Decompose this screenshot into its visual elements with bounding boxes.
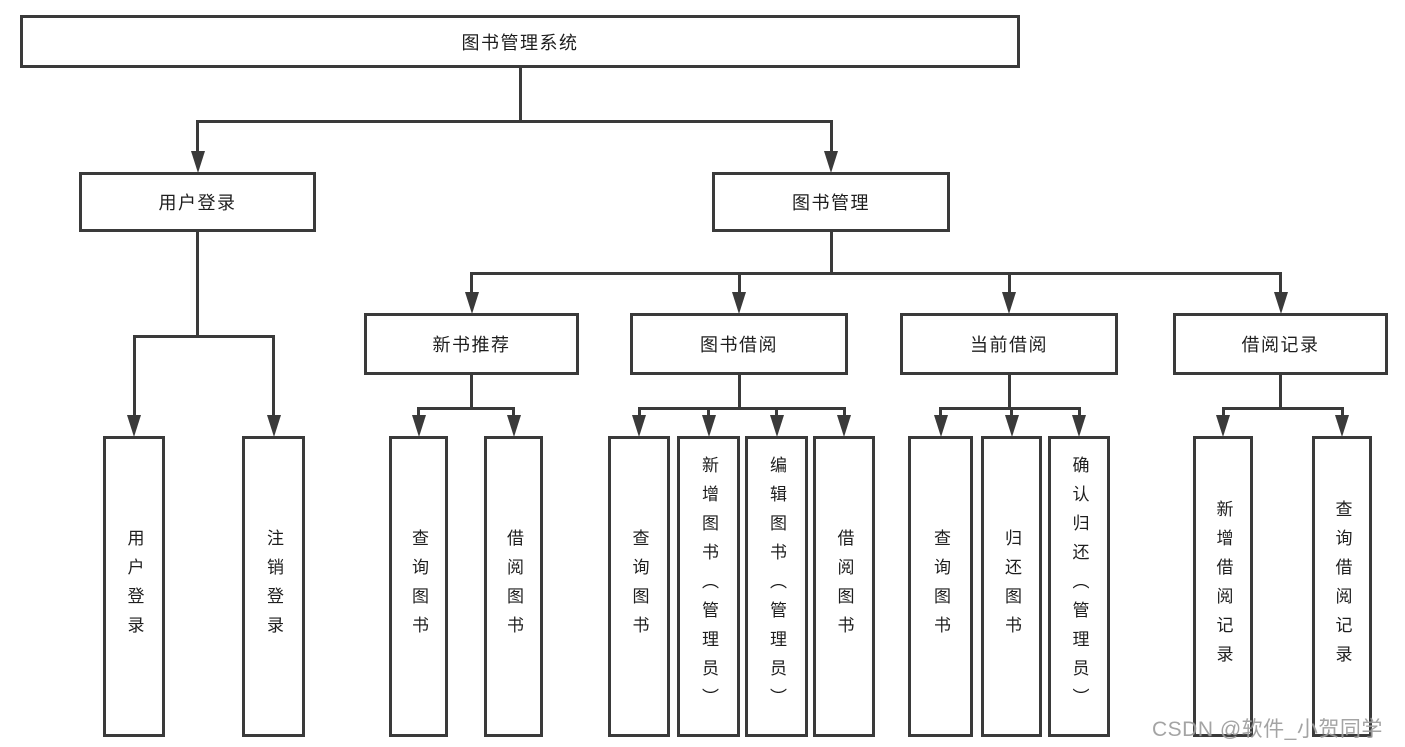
diagram-node-label: 确认归还（管理员） bbox=[1069, 456, 1089, 717]
arrow-down-icon bbox=[1216, 415, 1230, 437]
connector-branch bbox=[1007, 272, 1011, 295]
connector-bus bbox=[196, 120, 833, 123]
connector-branch bbox=[737, 272, 741, 295]
connector-bus bbox=[1221, 407, 1344, 410]
diagram-node-leaf-confirm-return-admin: 确认归还（管理员） bbox=[1048, 436, 1110, 737]
arrow-down-icon bbox=[933, 415, 948, 437]
arrow-down-icon bbox=[632, 415, 646, 437]
diagram-node-label: 图书管理系统 bbox=[461, 32, 579, 53]
arrow-down-icon bbox=[464, 292, 479, 314]
connector-branch bbox=[417, 407, 420, 418]
arrow-down-icon bbox=[266, 415, 281, 437]
diagram-node-leaf-logout: 注销登录 bbox=[242, 436, 305, 737]
connector-branch bbox=[272, 335, 275, 418]
connector-branch bbox=[1077, 407, 1081, 418]
arrow-down-icon bbox=[769, 415, 784, 437]
connector-branch bbox=[829, 120, 833, 154]
arrow-down-icon bbox=[1273, 292, 1288, 314]
diagram-node-user-login: 用户登录 bbox=[79, 172, 316, 232]
diagram-node-borrow-records: 借阅记录 bbox=[1173, 313, 1388, 375]
arrow-down-icon bbox=[506, 415, 521, 437]
connector-branch bbox=[132, 335, 136, 418]
arrow-down-icon bbox=[732, 292, 746, 314]
arrow-down-icon bbox=[1072, 415, 1086, 437]
connector-branch bbox=[1340, 407, 1344, 418]
diagram-node-label: 查询图书 bbox=[629, 528, 649, 645]
diagram-node-leaf-query-books-current: 查询图书 bbox=[908, 436, 973, 737]
diagram-node-label: 查询图书 bbox=[409, 528, 428, 645]
connector-bus bbox=[470, 272, 1282, 275]
diagram-node-label: 注销登录 bbox=[264, 528, 283, 645]
diagram-node-label: 借阅记录 bbox=[1241, 335, 1320, 355]
diagram-node-book-borrow: 图书借阅 bbox=[630, 313, 848, 375]
connector-branch bbox=[775, 407, 778, 418]
diagram-node-label: 查询借阅记录 bbox=[1332, 499, 1352, 674]
connector-branch bbox=[637, 407, 641, 418]
connector-branch bbox=[707, 407, 710, 418]
connector-bus bbox=[417, 407, 515, 410]
arrow-down-icon bbox=[190, 151, 205, 173]
diagram-node-label: 新书推荐 bbox=[432, 335, 511, 355]
diagram-node-label: 新增图书（管理员） bbox=[699, 456, 718, 717]
diagram-node-leaf-borrow-books-recommend: 借阅图书 bbox=[484, 436, 543, 737]
diagram-node-label: 用户登录 bbox=[124, 528, 144, 645]
connector-branch bbox=[470, 272, 473, 295]
diagram-node-label: 用户登录 bbox=[158, 193, 237, 213]
diagram-node-label: 查询图书 bbox=[931, 528, 950, 645]
diagram-node-label: 图书借阅 bbox=[700, 335, 778, 355]
connector-branch bbox=[512, 407, 515, 418]
diagram-node-label: 借阅图书 bbox=[504, 528, 523, 645]
diagram-node-leaf-edit-books-admin: 编辑图书（管理员） bbox=[745, 436, 808, 737]
diagram-node-leaf-return-books: 归还图书 bbox=[981, 436, 1042, 737]
connector-bus bbox=[637, 407, 846, 410]
connector-stem bbox=[196, 232, 199, 338]
connector-branch bbox=[196, 120, 199, 154]
watermark-text: CSDN @软件_小贺同学 bbox=[1152, 718, 1383, 741]
diagram-node-system-root: 图书管理系统 bbox=[20, 15, 1020, 68]
connector-stem bbox=[470, 375, 473, 410]
diagram-node-leaf-query-books-borrow: 查询图书 bbox=[608, 436, 670, 737]
connector-branch bbox=[1221, 407, 1225, 418]
connector-stem bbox=[829, 232, 833, 275]
diagram-node-label: 归还图书 bbox=[1002, 528, 1021, 645]
arrow-down-icon bbox=[1004, 415, 1019, 437]
connector-stem bbox=[737, 375, 741, 410]
diagram-node-label: 当前借阅 bbox=[970, 335, 1048, 355]
arrow-down-icon bbox=[127, 415, 141, 437]
diagram-node-label: 编辑图书（管理员） bbox=[767, 456, 786, 717]
arrow-down-icon bbox=[411, 415, 426, 437]
diagram-node-label: 图书管理 bbox=[792, 193, 870, 213]
connector-stem bbox=[1279, 375, 1282, 410]
connector-bus bbox=[132, 335, 275, 338]
connector-branch bbox=[1279, 272, 1282, 295]
arrow-down-icon bbox=[1335, 415, 1349, 437]
diagram-node-book-management: 图书管理 bbox=[712, 172, 950, 232]
diagram-node-leaf-query-books-recommend: 查询图书 bbox=[389, 436, 448, 737]
connector-branch bbox=[939, 407, 942, 418]
arrow-down-icon bbox=[1002, 292, 1016, 314]
diagram-node-label: 借阅图书 bbox=[834, 528, 854, 645]
diagram-node-leaf-query-borrow-record: 查询借阅记录 bbox=[1312, 436, 1372, 737]
diagram-node-current-borrow: 当前借阅 bbox=[900, 313, 1118, 375]
connector-branch bbox=[842, 407, 846, 418]
connector-stem bbox=[1007, 375, 1011, 410]
arrow-down-icon bbox=[837, 415, 851, 437]
arrow-down-icon bbox=[824, 151, 838, 173]
diagram-node-leaf-borrow-books: 借阅图书 bbox=[813, 436, 875, 737]
connector-branch bbox=[1010, 407, 1013, 418]
diagram-node-new-book-recommend: 新书推荐 bbox=[364, 313, 579, 375]
diagram-node-leaf-add-borrow-record: 新增借阅记录 bbox=[1193, 436, 1253, 737]
arrow-down-icon bbox=[701, 415, 716, 437]
connector-stem bbox=[518, 68, 522, 123]
connector-bus bbox=[939, 407, 1081, 410]
diagram-node-leaf-add-books-admin: 新增图书（管理员） bbox=[677, 436, 740, 737]
diagram-node-label: 新增借阅记录 bbox=[1213, 499, 1233, 674]
diagram-node-leaf-user-login: 用户登录 bbox=[103, 436, 165, 737]
